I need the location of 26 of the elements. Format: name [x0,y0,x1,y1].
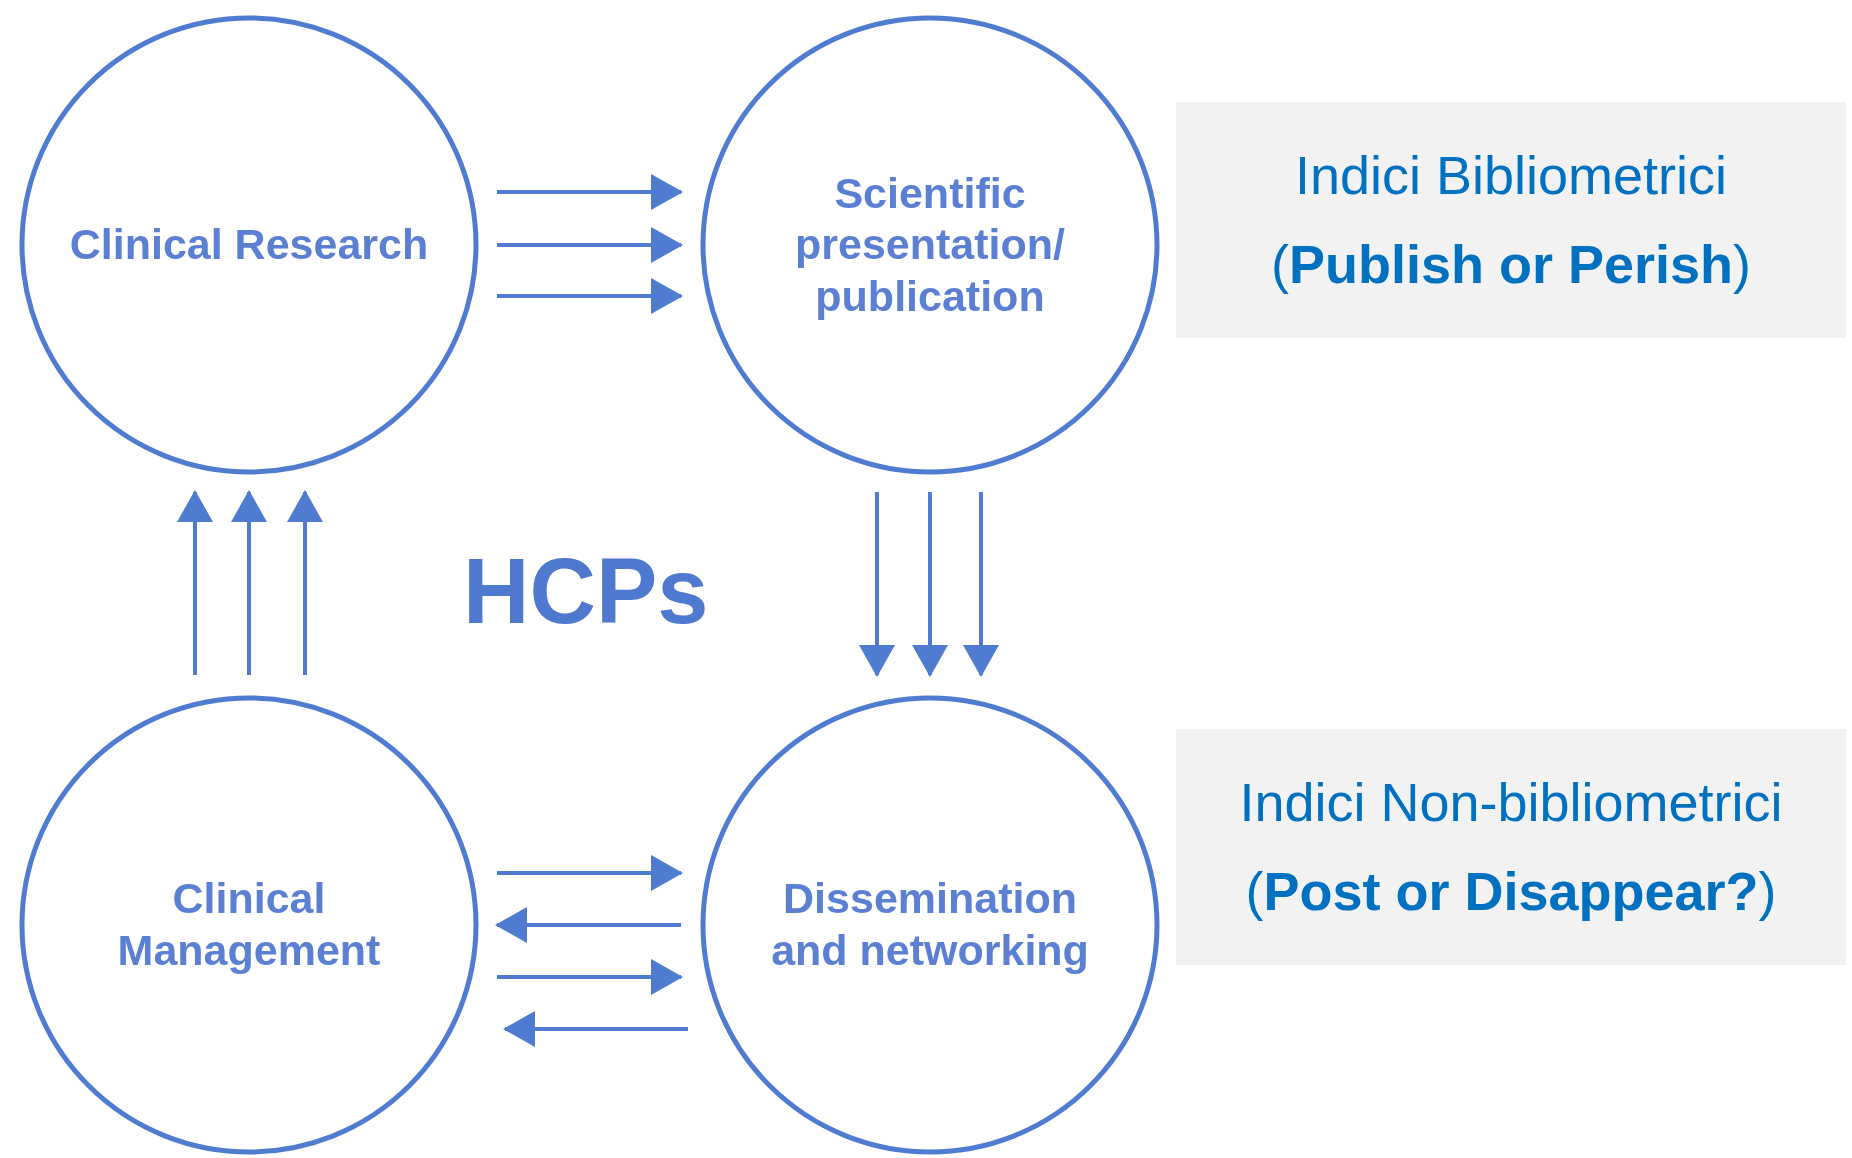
circle-node [700,15,1160,475]
circle-node [19,695,479,1155]
arrow [497,855,683,891]
circle-node [700,695,1160,1155]
arrow [859,492,895,677]
node-label: Scientific presentation/ publication [794,167,1066,322]
node-label: Clinical Research [69,219,429,271]
circle-node [19,15,479,475]
arrow [503,1011,688,1047]
arrow [963,492,999,677]
arrow [287,490,323,675]
panel-subtitle: (Publish or Perish) [1270,233,1752,296]
node-label: Clinical Management [116,873,382,976]
arrow [912,492,948,677]
panel-heading: Indici Non-bibliometrici [1239,771,1783,835]
arrow [231,490,267,675]
panel-heading: Indici Bibliometrici [1294,144,1728,208]
arrow [497,959,683,995]
center-label: HCPs [463,545,709,637]
arrow [497,227,683,263]
arrow [497,278,683,314]
panel-subtitle: (Post or Disappear?) [1245,860,1777,923]
node-label: Dissemination and networking [770,873,1090,976]
arrow [497,174,683,210]
arrow [495,907,681,943]
arrow [177,490,213,675]
